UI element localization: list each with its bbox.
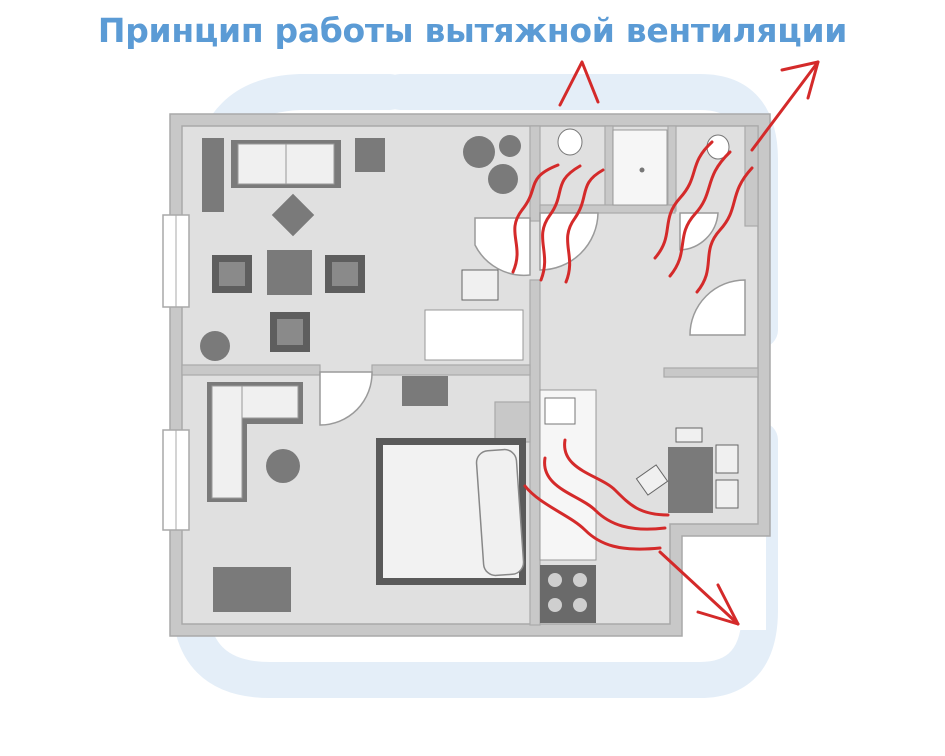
bathroom-fixtures [557, 128, 730, 206]
wavy-airflow-icon [511, 140, 754, 551]
interior-walls [181, 125, 759, 626]
exhaust-arrow-icon [558, 60, 820, 626]
left-windows [162, 214, 190, 531]
living-room-furniture [200, 135, 524, 406]
bedroom-furniture [207, 382, 526, 612]
diagram-title: Принцип работы вытяжной вентиляции [97, 11, 848, 50]
doors [319, 212, 746, 426]
outer-walls [170, 114, 770, 636]
